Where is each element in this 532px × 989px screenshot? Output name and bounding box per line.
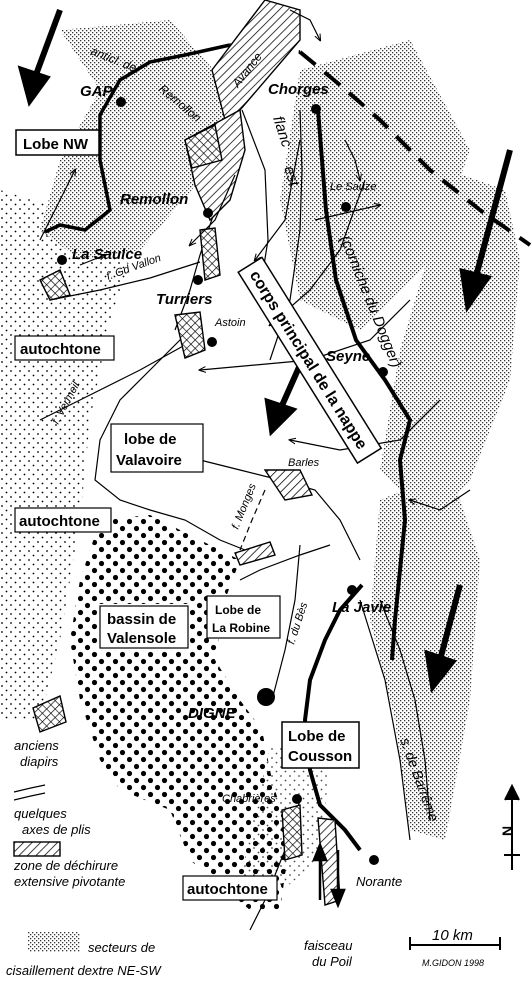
dashed-thrust-east: [298, 50, 532, 247]
town-chabrieres: [292, 794, 302, 804]
town-seyne: [378, 367, 388, 377]
shear-sector-south: [370, 470, 480, 840]
diapir-chabrieres: [281, 804, 303, 861]
legend-plis-1: quelques: [14, 806, 67, 821]
label-est: est: [280, 164, 303, 189]
label-flanc: flanc: [269, 114, 295, 150]
town-chorges: [311, 104, 321, 114]
town-norante: [369, 855, 379, 865]
cousson-thrust-line: [302, 583, 364, 852]
town-la-javie: [347, 585, 357, 595]
tear-zone-monges: [234, 541, 276, 566]
text-autochtone-1: autochtone: [20, 341, 101, 358]
box-autochtone-3: autochtone: [182, 875, 278, 901]
scale-label: 10 km: [432, 927, 473, 944]
bes-fault: [271, 544, 301, 701]
label-gap: GAP: [80, 83, 114, 100]
legend-tear-swatch: [13, 841, 61, 857]
legend: anciens diapirs quelques axes de plis zo…: [6, 695, 162, 978]
box-robine: Lobe de La Robine: [206, 595, 281, 639]
text-lobe-nw: Lobe NW: [23, 136, 89, 153]
corniche-dogger-line: [316, 109, 413, 661]
text-robine-2: La Robine: [212, 621, 270, 635]
label-du-poil: du Poil: [312, 954, 353, 969]
box-valavoire: lobe de Valavoire: [110, 423, 204, 473]
poil-arrows: [312, 841, 346, 909]
valavoire-lobe-line: [94, 329, 246, 551]
legend-cisaillement-1: secteurs de: [88, 940, 155, 955]
town-astoin: [207, 337, 217, 347]
town-la-saulce: [57, 255, 67, 265]
diapir-remollon: [184, 123, 223, 169]
legend-diapir-swatch: [32, 695, 67, 733]
vermeil-fault: [39, 344, 186, 421]
label-norante: Norante: [356, 874, 402, 889]
label-remollon: Remollon: [120, 191, 188, 208]
label-la-saulce: La Saulce: [72, 246, 142, 263]
legend-diapirs-1: anciens: [14, 738, 59, 753]
legend-plis-2: axes de plis: [22, 822, 91, 837]
scale-bar: 10 km: [409, 927, 501, 950]
town-turriers: [193, 275, 203, 285]
gd-vallon-fault: [49, 261, 201, 301]
legend-dechirure-1: zone de déchirure: [13, 858, 118, 873]
legend-cisaillement-2: cisaillement dextre NE-SW: [6, 963, 162, 978]
north-label: N: [499, 826, 515, 836]
town-digne: [257, 688, 275, 706]
shear-sector-center: [280, 40, 470, 330]
valensole-basin: [70, 515, 290, 910]
label-astoin: Astoin: [214, 317, 246, 329]
text-autochtone-3: autochtone: [187, 881, 268, 898]
town-le-sauze: [341, 202, 351, 212]
big-arrows: [17, 8, 513, 694]
label-chabrieres: Chabrières: [222, 793, 276, 805]
label-turriers: Turriers: [156, 291, 212, 308]
legend-dechirure-2: extensive pivotante: [14, 874, 125, 889]
north-arrow: [504, 783, 520, 870]
label-seyne: Seyne: [326, 348, 370, 365]
diapir-la-saulce: [39, 269, 71, 301]
label-barles: Barles: [288, 457, 320, 469]
text-valensole-2: Valensole: [107, 630, 176, 647]
towns: [57, 97, 388, 865]
label-digne: DIGNE: [188, 705, 237, 722]
text-autochtone-2: autochtone: [19, 513, 100, 530]
thrust-line-gap: [44, 43, 231, 234]
text-cousson-1: Lobe de: [288, 728, 346, 745]
label-le-sauze: Le Sauze: [330, 181, 376, 193]
box-autochtone-1: autochtone: [14, 335, 115, 361]
text-valensole-1: bassin de: [107, 611, 176, 628]
box-cousson: Lobe de Cousson: [281, 721, 360, 769]
diapir-astoin: [174, 311, 206, 359]
barreme-syncline: [379, 599, 431, 821]
tear-zone-barles: [263, 469, 314, 501]
credit-label: M.GIDON 1998: [422, 958, 484, 968]
label-faisceau: faisceau: [304, 938, 352, 953]
legend-diapirs-2: diapirs: [20, 754, 59, 769]
label-f-du-bes: f. du Bès: [285, 600, 310, 645]
legend-shear-swatch: [28, 932, 80, 952]
robine-lobe-line: [239, 544, 331, 581]
town-gap: [116, 97, 126, 107]
text-valavoire-2: Valavoire: [116, 452, 182, 469]
legend-fold-axes-swatch: [13, 784, 46, 801]
label-chorges: Chorges: [268, 81, 329, 98]
sparse-dotted-area: [0, 190, 130, 720]
text-cousson-2: Cousson: [288, 748, 352, 765]
box-lobe-nw: Lobe NW: [15, 129, 100, 156]
text-valavoire-1: lobe de: [124, 431, 177, 448]
diapir-turriers-north: [199, 227, 221, 281]
text-robine-1: Lobe de: [215, 603, 261, 617]
box-autochtone-2: autochtone: [14, 507, 112, 533]
box-valensole: bassin de Valensole: [99, 605, 189, 649]
label-f-monges: f. Monges: [230, 481, 259, 531]
shear-sector-nw: [40, 20, 240, 260]
town-remollon: [203, 208, 213, 218]
monges-fault: [239, 489, 266, 551]
label-la-javie: La Javie: [332, 599, 391, 616]
barreme-syncline-2: [359, 599, 411, 841]
